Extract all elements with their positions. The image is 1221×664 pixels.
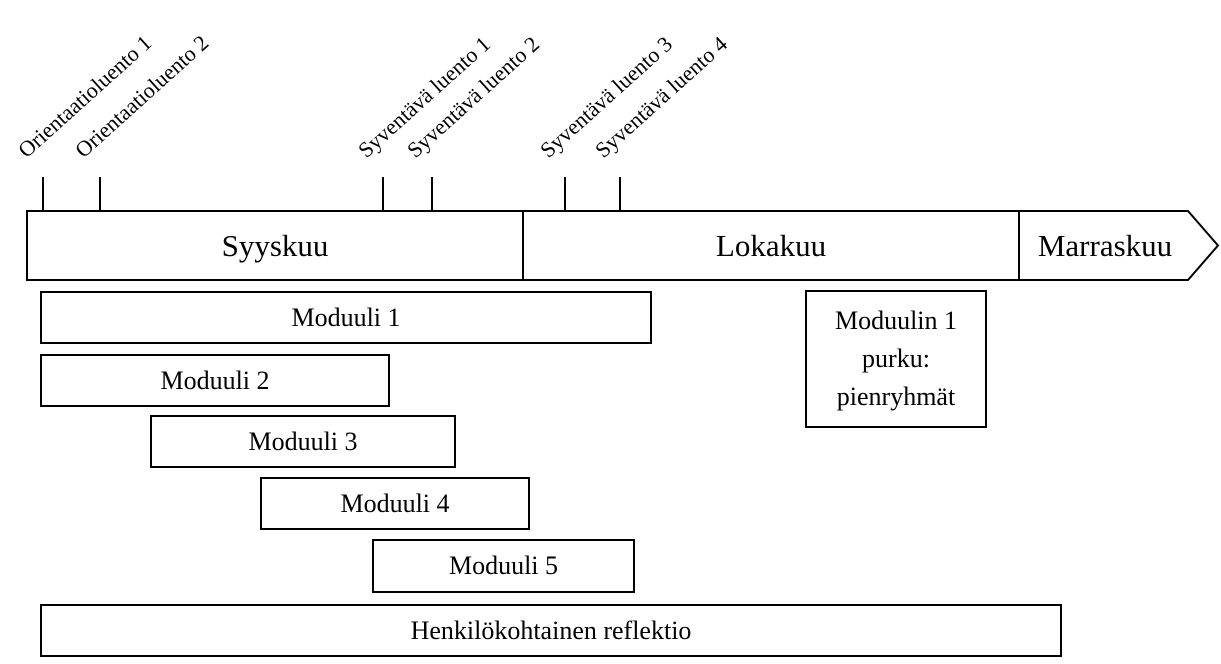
activity-box-moduuli-4: Moduuli 4	[260, 477, 530, 530]
activity-box-moduuli-1: Moduuli 1	[40, 291, 652, 344]
timeline-arrow-bar	[26, 210, 1220, 281]
activity-box-henkilokohtainen-reflektio: Henkilökohtainen reflektio	[40, 604, 1062, 657]
activity-label-moduulin-1-purku: Moduulin 1 purku: pienryhmät	[834, 306, 958, 411]
month-label-lokakuu: Lokakuu	[715, 227, 827, 263]
month-label-syyskuu: Syyskuu	[221, 227, 329, 263]
activity-label-moduuli-2: Moduuli 2	[160, 365, 270, 395]
activity-label-moduuli-5: Moduuli 5	[448, 551, 559, 580]
activity-label-moduuli-3: Moduuli 3	[248, 426, 358, 456]
month-label-marraskuu: Marraskuu	[1037, 227, 1173, 263]
activity-box-moduuli-5: Moduuli 5	[372, 539, 635, 593]
activity-label-henkilokohtainen-reflektio: Henkilökohtainen reflektio	[410, 615, 692, 645]
activity-box-moduuli-2: Moduuli 2	[40, 354, 390, 407]
activity-box-moduulin-1-purku: Moduulin 1 purku: pienryhmät	[805, 290, 987, 428]
activity-box-moduuli-3: Moduuli 3	[150, 415, 456, 468]
activity-label-moduuli-4: Moduuli 4	[340, 488, 450, 518]
activity-label-moduuli-1: Moduuli 1	[291, 302, 401, 332]
